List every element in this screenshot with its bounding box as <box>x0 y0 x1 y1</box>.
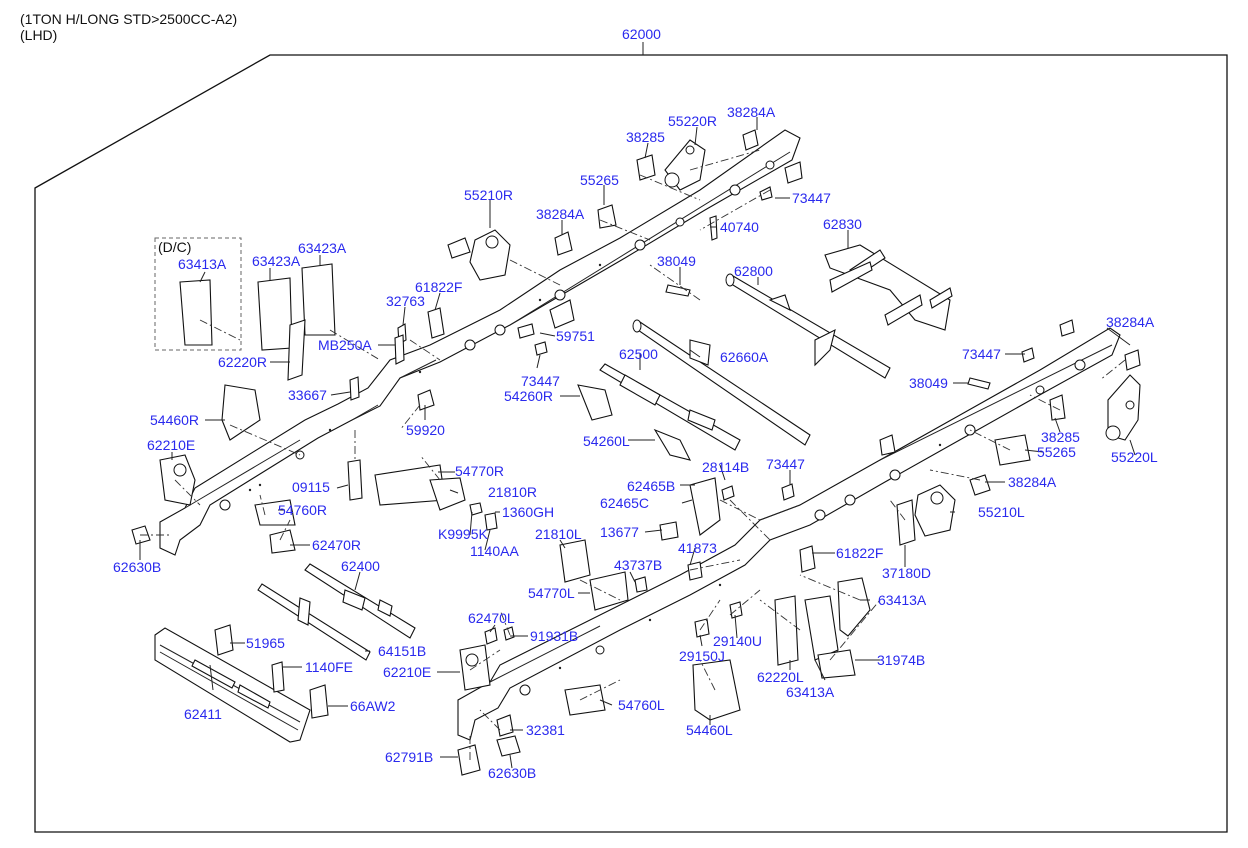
part-number[interactable]: 64151B <box>378 643 426 659</box>
part-number[interactable]: 55210R <box>464 187 513 203</box>
part-number[interactable]: 38284A <box>1008 474 1057 490</box>
part-number[interactable]: 55265 <box>580 172 619 188</box>
part-number[interactable]: 66AW2 <box>350 698 396 714</box>
part-number[interactable]: 62660A <box>720 349 769 365</box>
part-number[interactable]: 54260R <box>504 388 553 404</box>
part-number[interactable]: 1360GH <box>502 504 554 520</box>
left-side-rail <box>457 327 1121 741</box>
part-number[interactable]: 40740 <box>720 219 759 235</box>
part-number[interactable]: 1140AA <box>470 543 519 559</box>
part-number[interactable]: 73447 <box>521 373 560 389</box>
part-number[interactable]: 28114B <box>702 459 749 475</box>
crossmember-62660A <box>632 319 811 446</box>
part-number[interactable]: 43737B <box>614 557 662 573</box>
part-number[interactable]: 62500 <box>619 346 658 362</box>
spring-hanger-55220R <box>664 139 706 191</box>
part-number[interactable]: 62210E <box>147 437 195 453</box>
small-brackets <box>131 129 1141 776</box>
part-number[interactable]: 41873 <box>678 540 717 556</box>
part-number[interactable]: 38284A <box>536 206 585 222</box>
rear-bumper-62411 <box>154 627 311 743</box>
spring-hanger-55220L <box>1105 374 1141 441</box>
part-number[interactable]: 54770R <box>455 463 504 479</box>
part-number[interactable]: 55220R <box>668 113 717 129</box>
part-number[interactable]: 63423A <box>252 253 301 269</box>
part-number[interactable]: 33667 <box>288 387 327 403</box>
part-number[interactable]: 91931B <box>530 628 578 644</box>
part-number[interactable]: 51965 <box>246 635 285 651</box>
part-number[interactable]: 62630B <box>488 765 536 781</box>
part-number[interactable]: 63413A <box>786 684 835 700</box>
part-number[interactable]: 54460R <box>150 412 199 428</box>
part-number[interactable]: 61822F <box>836 545 883 561</box>
part-number[interactable]: 62830 <box>823 216 862 232</box>
crossmember-62830 <box>824 244 953 331</box>
crossmember-62500 <box>599 363 741 451</box>
part-number[interactable]: 55210L <box>978 504 1025 520</box>
part-number[interactable]: 38049 <box>657 253 696 269</box>
part-number-labels: 55220R 38284A 38285 55265 73447 55210R 3… <box>113 104 1158 781</box>
dc-group-box <box>154 237 242 351</box>
part-number[interactable]: 21810L <box>535 526 582 542</box>
part-number[interactable]: 73447 <box>962 346 1001 362</box>
part-number[interactable]: 38284A <box>727 104 776 120</box>
part-number[interactable]: 32381 <box>526 722 565 738</box>
diagram-title: (1TON H/LONG STD>2500CC-A2) <box>20 11 238 27</box>
part-number[interactable]: 54760L <box>618 697 665 713</box>
assembly-number[interactable]: 62000 <box>622 26 661 42</box>
crossmember-62800 <box>725 273 891 379</box>
part-number[interactable]: 59751 <box>556 328 595 344</box>
bracket-55210R <box>447 229 511 281</box>
part-number[interactable]: 55265 <box>1037 444 1076 460</box>
part-number[interactable]: 54760R <box>278 502 327 518</box>
part-number[interactable]: 38284A <box>1106 314 1155 330</box>
part-number[interactable]: 13677 <box>600 524 639 540</box>
part-number[interactable]: 62411 <box>184 706 222 722</box>
part-number[interactable]: 61822F <box>415 279 462 295</box>
diagram-subtitle: (LHD) <box>20 27 58 43</box>
part-number[interactable]: 62465B <box>627 478 675 494</box>
part-number[interactable]: 21810R <box>488 484 537 500</box>
part-number[interactable]: 62630B <box>113 559 161 575</box>
part-number[interactable]: 29150J <box>679 648 725 664</box>
dc-group-label: (D/C) <box>158 239 191 255</box>
part-number[interactable]: 73447 <box>766 456 805 472</box>
part-number[interactable]: 38049 <box>909 375 948 391</box>
part-number[interactable]: 62791B <box>385 749 433 765</box>
part-number[interactable]: 54260L <box>583 433 630 449</box>
part-number[interactable]: 59920 <box>406 422 445 438</box>
part-number[interactable]: 09115 <box>292 479 330 495</box>
part-number[interactable]: 73447 <box>792 190 831 206</box>
part-number[interactable]: 63413A <box>178 256 227 272</box>
part-number[interactable]: 62210E <box>383 664 431 680</box>
assembly-guide-lines <box>140 149 1126 760</box>
leader-lines <box>139 117 1136 769</box>
part-number[interactable]: 29140U <box>713 633 762 649</box>
part-number[interactable]: 54770L <box>528 585 575 601</box>
part-number[interactable]: K9995K <box>438 526 488 542</box>
part-number[interactable]: 62220L <box>757 669 804 685</box>
part-number[interactable]: 54460L <box>686 722 733 738</box>
part-number[interactable]: 38285 <box>1041 429 1080 445</box>
crossmember-62400 <box>304 563 416 639</box>
part-number[interactable]: 62220R <box>218 354 267 370</box>
part-number[interactable]: 62470R <box>312 537 361 553</box>
bracket-55210L <box>914 484 956 537</box>
part-number[interactable]: 63423A <box>298 240 347 256</box>
part-number[interactable]: 62470L <box>468 610 515 626</box>
part-number[interactable]: 62800 <box>734 263 773 279</box>
part-number[interactable]: MB250A <box>318 337 372 353</box>
part-number[interactable]: 37180D <box>882 565 931 581</box>
part-number[interactable]: 55220L <box>1111 449 1158 465</box>
part-number[interactable]: 38285 <box>626 129 665 145</box>
part-number[interactable]: 31974B <box>877 652 925 668</box>
part-number[interactable]: 32763 <box>386 293 425 309</box>
part-number[interactable]: 1140FE <box>305 659 353 675</box>
part-number[interactable]: 63413A <box>878 592 927 608</box>
part-number[interactable]: 62465C <box>600 495 649 511</box>
part-number[interactable]: 62400 <box>341 558 380 574</box>
crossmember-64151B <box>257 583 371 661</box>
